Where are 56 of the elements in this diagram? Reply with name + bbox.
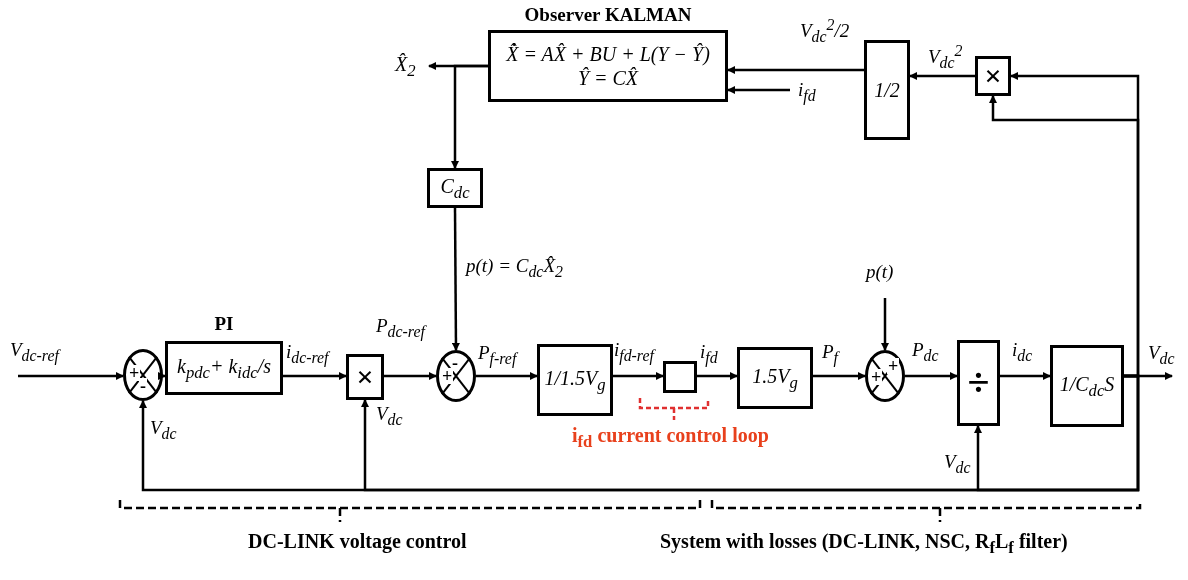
sign-label: + — [870, 369, 883, 385]
formula-text: C$_{dc}$ — [440, 173, 470, 203]
formula-text: 1/2 — [874, 78, 900, 102]
signal-arrow — [989, 95, 1140, 378]
formula-text: ÷ — [967, 359, 990, 407]
sign-label: + — [887, 358, 900, 374]
signal-label: V$_{dc}$ — [376, 404, 403, 429]
sign-label: + — [441, 368, 454, 384]
signal-label: V$_{dc}$ — [944, 452, 971, 477]
formula-text: k$_{pdc}$+ k$_{idc}$/s — [177, 353, 271, 383]
block-heading: Observer KALMAN — [523, 4, 693, 26]
signal-arrow — [384, 372, 437, 380]
formula-text: × — [984, 58, 1002, 94]
formula-text: 1/C$_{dc}$S — [1059, 371, 1115, 401]
signal-arrow — [158, 372, 166, 380]
equation-text: X̂̇ = AX̂ + BU + L(Y − Ŷ) — [506, 42, 710, 66]
output-signal: X̂$_{2}$ — [395, 52, 429, 80]
signal-label: i$_{fd-ref}$ — [614, 340, 654, 365]
signal-label: P$_{f-ref}$ — [478, 343, 517, 368]
signal-arrow — [451, 208, 460, 351]
formula-text: 1.5V$_{g}$ — [752, 363, 798, 393]
signal-arrow — [1000, 372, 1051, 380]
loop-caption: i$_{fd}$ current control loop — [572, 424, 769, 452]
section-caption: DC-LINK voltage control — [248, 530, 467, 553]
signal-arrow — [974, 374, 1140, 492]
signal-arrow — [476, 372, 538, 380]
signal-label: P$_{f}$ — [822, 342, 838, 367]
section-caption: System with losses (DC-LINK, NSC, R$_{f}$L$_{f}$ filter) — [660, 530, 1068, 558]
signal-arrow — [697, 372, 738, 380]
signal-arrow — [909, 72, 975, 80]
signal-label: p(t) — [866, 262, 894, 283]
signal-arrow — [813, 372, 866, 380]
signal-label: V$_{dc}$ — [150, 418, 177, 443]
equation-text: Ŷ = CX̂ — [577, 66, 639, 90]
formula-text: 1/1.5V$_{g}$ — [544, 365, 606, 395]
signal-label: i$_{dc}$ — [1012, 340, 1033, 365]
signal-label: V$_{dc}$ — [1148, 343, 1175, 368]
signal-arrow — [905, 372, 958, 380]
signal-arrow — [613, 372, 664, 380]
block-heading: PI — [213, 313, 235, 335]
sign-label: + — [128, 365, 141, 381]
signal-arrow — [283, 372, 347, 380]
signal-label: i$_{fd}$ — [700, 342, 718, 367]
signal-label: i$_{dc-ref}$ — [286, 342, 329, 367]
formula-text: × — [356, 359, 374, 395]
signal-arrow — [881, 298, 889, 351]
signal-label: V$_{dc-ref}$ — [10, 340, 59, 365]
signal-arrow — [18, 372, 124, 380]
signal-label: V$_{dc}$$^{2}$/2 — [800, 16, 850, 46]
signal-arrow — [727, 86, 790, 94]
signal-label: i$_{fd}$ — [798, 80, 816, 105]
signal-arrow — [727, 66, 864, 74]
signal-arrow — [451, 64, 488, 169]
signal-label: P$_{dc}$ — [912, 340, 939, 365]
signal-label: p(t) = C$_{dc}$X̂$_{2}$ — [466, 256, 563, 281]
signal-label: P$_{dc-ref}$ — [376, 316, 425, 341]
